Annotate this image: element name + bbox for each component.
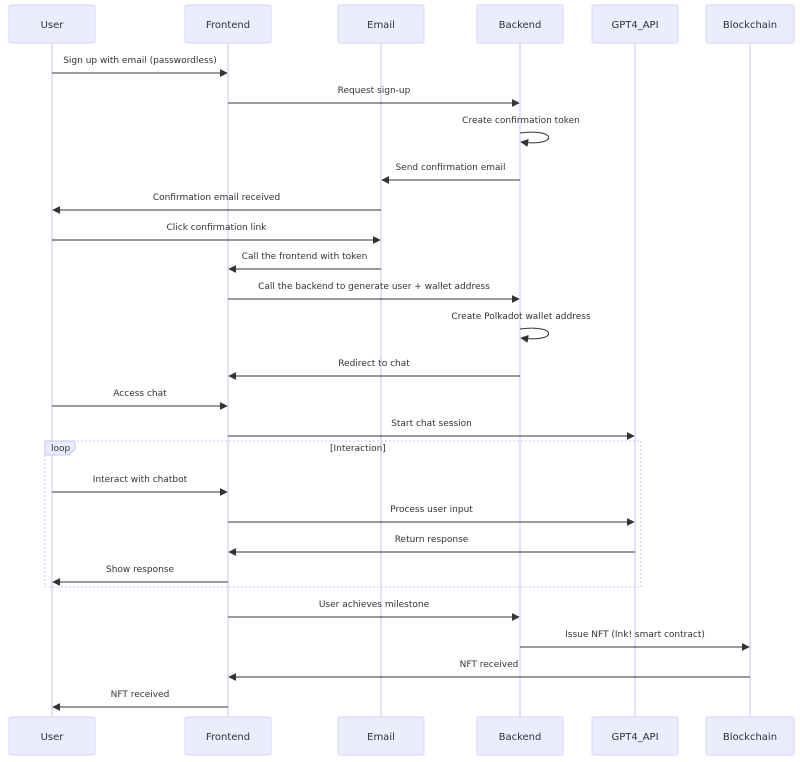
actor-frontend-top: Frontend bbox=[184, 4, 272, 44]
message-label: Call the backend to generate user + wall… bbox=[258, 282, 490, 292]
actor-label: Frontend bbox=[206, 732, 250, 743]
actor-label: Blockchain bbox=[723, 20, 777, 31]
message-2: Request sign-up bbox=[228, 86, 520, 107]
message-label: Click confirmation link bbox=[167, 223, 268, 233]
message-18: Issue NFT (Ink! smart contract) bbox=[520, 630, 750, 651]
message-label: Create Polkadot wallet address bbox=[451, 312, 591, 322]
actor-label: User bbox=[41, 732, 65, 743]
message-label: Access chat bbox=[113, 389, 167, 399]
message-19: NFT received bbox=[228, 660, 750, 681]
message-9: Create Polkadot wallet address bbox=[451, 312, 591, 343]
actor-label: GPT4_API bbox=[611, 20, 658, 31]
message-self-arrow bbox=[519, 131, 550, 147]
message-20: NFT received bbox=[52, 690, 228, 711]
loop-tab bbox=[44, 440, 76, 456]
actors: UserUserFrontendFrontendEmailEmailBacken… bbox=[8, 4, 795, 756]
message-12: Start chat session bbox=[228, 419, 635, 440]
message-label: Send confirmation email bbox=[395, 163, 505, 173]
message-label: Confirmation email received bbox=[153, 193, 280, 203]
actor-box bbox=[591, 716, 679, 756]
message-label: Create confirmation token bbox=[462, 116, 580, 126]
actor-box bbox=[591, 4, 679, 44]
actor-label: GPT4_API bbox=[611, 732, 658, 743]
message-label: Redirect to chat bbox=[338, 359, 410, 369]
actor-label: Backend bbox=[499, 20, 542, 31]
message-3: Create confirmation token bbox=[462, 116, 580, 147]
message-label: Request sign-up bbox=[338, 86, 411, 96]
actor-blockchain-bottom: Blockchain bbox=[705, 716, 795, 756]
message-label: NFT received bbox=[111, 690, 170, 700]
loop-fragment: loop [Interaction] bbox=[44, 440, 642, 588]
actor-box bbox=[8, 4, 96, 44]
actor-box bbox=[337, 4, 425, 44]
actor-label: Email bbox=[367, 732, 395, 743]
message-label: Start chat session bbox=[391, 419, 472, 429]
message-label: Interact with chatbot bbox=[93, 475, 188, 485]
actor-gpt-bottom: GPT4_API bbox=[591, 716, 679, 756]
message-13: Interact with chatbot bbox=[52, 475, 228, 496]
actor-backend-top: Backend bbox=[476, 4, 564, 44]
actor-label: Backend bbox=[499, 732, 542, 743]
message-16: Show response bbox=[52, 565, 228, 586]
actor-email-bottom: Email bbox=[337, 716, 425, 756]
message-11: Access chat bbox=[52, 389, 228, 410]
actor-label: User bbox=[41, 20, 65, 31]
message-label: Return response bbox=[395, 535, 469, 545]
message-label: Process user input bbox=[390, 505, 473, 515]
message-6: Click confirmation link bbox=[52, 223, 381, 244]
message-label: User achieves milestone bbox=[319, 600, 430, 610]
lifelines bbox=[51, 43, 751, 717]
actor-label: Email bbox=[367, 20, 395, 31]
actor-box bbox=[337, 716, 425, 756]
messages: Sign up with email (passwordless) Request… bbox=[52, 56, 750, 711]
actor-email-top: Email bbox=[337, 4, 425, 44]
loop-frame bbox=[44, 440, 642, 588]
message-7: Call the frontend with token bbox=[228, 252, 381, 273]
actor-box bbox=[8, 716, 96, 756]
actor-box bbox=[476, 716, 564, 756]
actor-frontend-bottom: Frontend bbox=[184, 716, 272, 756]
actor-box bbox=[476, 4, 564, 44]
actor-label: Blockchain bbox=[723, 732, 777, 743]
message-label: Call the frontend with token bbox=[242, 252, 368, 262]
message-15: Return response bbox=[228, 535, 635, 556]
actor-box bbox=[705, 4, 795, 44]
message-1: Sign up with email (passwordless) bbox=[52, 56, 228, 77]
actor-user-bottom: User bbox=[8, 716, 96, 756]
message-8: Call the backend to generate user + wall… bbox=[228, 282, 520, 303]
message-14: Process user input bbox=[228, 505, 635, 526]
actor-blockchain-top: Blockchain bbox=[705, 4, 795, 44]
actor-box bbox=[705, 716, 795, 756]
message-self-arrow bbox=[519, 327, 550, 343]
loop-title: [Interaction] bbox=[330, 444, 386, 454]
message-label: Issue NFT (Ink! smart contract) bbox=[565, 630, 705, 640]
message-4: Send confirmation email bbox=[381, 163, 520, 184]
loop-label: loop bbox=[51, 444, 71, 454]
message-label: Sign up with email (passwordless) bbox=[63, 56, 217, 66]
actor-label: Frontend bbox=[206, 20, 250, 31]
actor-backend-bottom: Backend bbox=[476, 716, 564, 756]
message-label: Show response bbox=[106, 565, 174, 575]
message-17: User achieves milestone bbox=[228, 600, 520, 621]
message-label: NFT received bbox=[460, 660, 519, 670]
actor-box bbox=[184, 716, 272, 756]
message-5: Confirmation email received bbox=[52, 193, 381, 214]
actor-gpt-top: GPT4_API bbox=[591, 4, 679, 44]
actor-box bbox=[184, 4, 272, 44]
actor-user-top: User bbox=[8, 4, 96, 44]
message-10: Redirect to chat bbox=[228, 359, 520, 380]
